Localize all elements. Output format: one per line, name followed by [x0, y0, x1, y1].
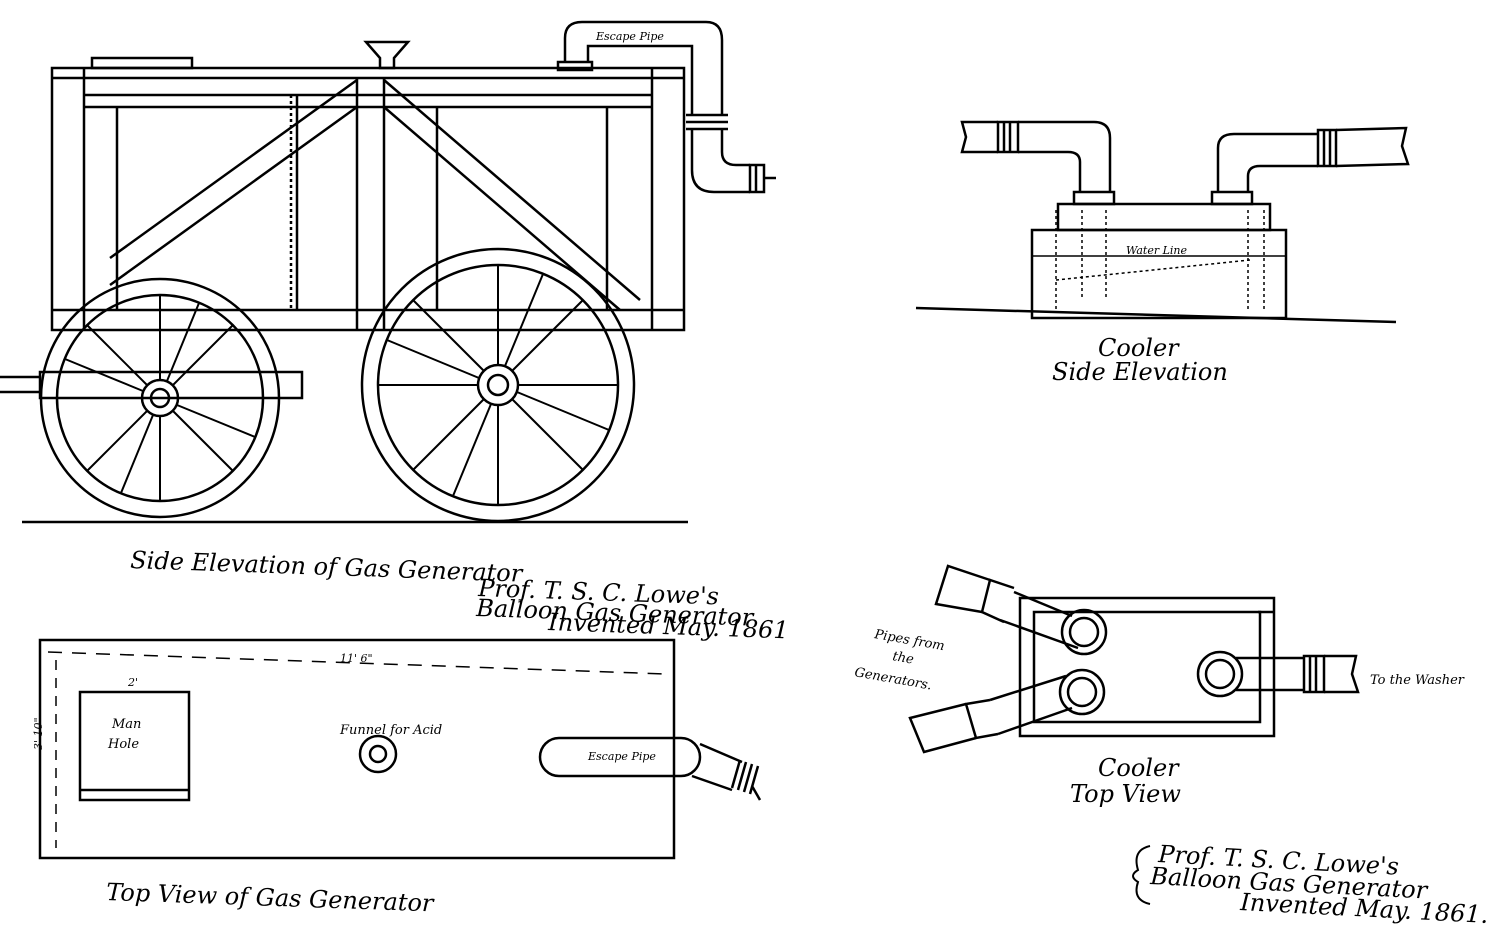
- generator-rear-wheel: [360, 247, 636, 523]
- top-escape-pipe-label: Escape Pipe: [587, 750, 656, 763]
- pipes-label-3: Generators.: [853, 665, 933, 693]
- generator-top-caption: Top View of Gas Generator: [106, 878, 436, 917]
- cooler-top-caption-1: Cooler: [1098, 754, 1180, 782]
- cooler-side-caption-2: Side Elevation: [1052, 358, 1228, 386]
- top-length-label: 11' 6": [340, 652, 373, 665]
- pipes-label-2: the: [891, 649, 915, 668]
- signature-block-1: Prof. T. S. C. Lowe's Balloon Gas Genera…: [475, 574, 789, 644]
- funnel-label: Funnel for Acid: [339, 723, 442, 738]
- generator-front-wheel: [39, 277, 281, 519]
- generator-top-view: [38, 638, 762, 860]
- generator-side-caption: Side Elevation of Gas Generator: [130, 546, 524, 588]
- washer-label: To the Washer: [1370, 673, 1465, 688]
- manhole-label-1: Man: [111, 717, 141, 732]
- manhole-label-2: Hole: [107, 737, 139, 752]
- water-line-label: Water Line: [1126, 244, 1188, 257]
- signature-block-2: Prof. T. S. C. Lowe's Balloon Gas Genera…: [1132, 840, 1489, 929]
- cooler-top-caption-2: Top View: [1070, 780, 1181, 808]
- cooler-top-view: [908, 564, 1360, 754]
- generator-side-elevation: [0, 20, 776, 524]
- manhole-width-label: 2': [127, 676, 138, 689]
- signature-2-line-3: Invented May. 1861.: [1239, 888, 1489, 929]
- cooler-side-caption-1: Cooler: [1098, 334, 1180, 362]
- pipes-label-1: Pipes from: [872, 627, 945, 654]
- cooler-side-elevation: [915, 120, 1410, 324]
- side-escape-pipe-label: Escape Pipe: [595, 30, 664, 43]
- top-width-label: 3' 10": [32, 717, 45, 750]
